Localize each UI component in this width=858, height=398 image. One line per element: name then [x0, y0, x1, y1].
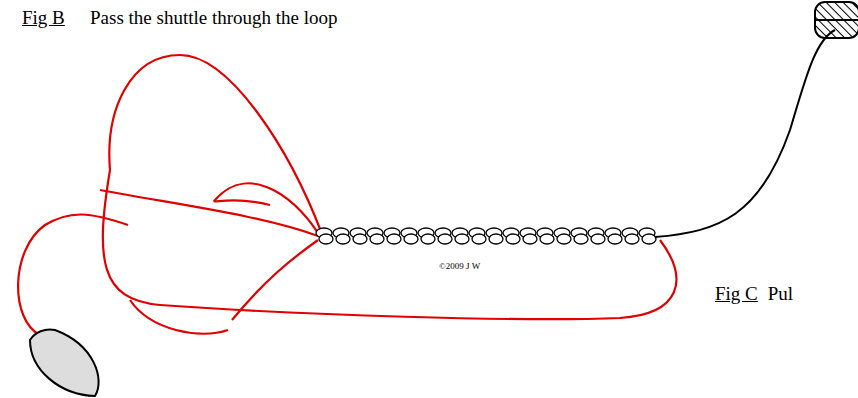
figure-label: Fig B — [22, 8, 65, 29]
stitch — [404, 234, 418, 244]
instruction: Pul — [768, 284, 793, 305]
ball-shuttle — [815, 2, 858, 38]
stitch — [455, 234, 469, 244]
ball-shuttle — [815, 19, 858, 21]
stitch — [319, 234, 333, 244]
stitch — [336, 234, 350, 244]
stitch — [608, 234, 622, 244]
copyright-note: ©2009 J W — [438, 262, 481, 272]
stitch — [353, 234, 367, 244]
stitch — [421, 234, 435, 244]
instruction: Pass the shuttle through the loop — [90, 8, 338, 29]
stitch — [387, 234, 401, 244]
stitch — [540, 234, 554, 244]
stitch — [574, 234, 588, 244]
shuttle — [30, 329, 99, 396]
stitch — [506, 234, 520, 244]
stitch — [625, 234, 639, 244]
red-thread — [18, 55, 676, 335]
stitch — [472, 234, 486, 244]
stitch — [489, 234, 503, 244]
stitch — [438, 234, 452, 244]
stitch — [523, 234, 537, 244]
black-thread — [655, 30, 835, 237]
stitch — [591, 234, 605, 244]
figure-label: Fig C — [715, 284, 758, 305]
stitch — [557, 234, 571, 244]
stitch — [642, 234, 656, 244]
stitch — [370, 234, 384, 244]
double-stitches — [316, 228, 656, 244]
